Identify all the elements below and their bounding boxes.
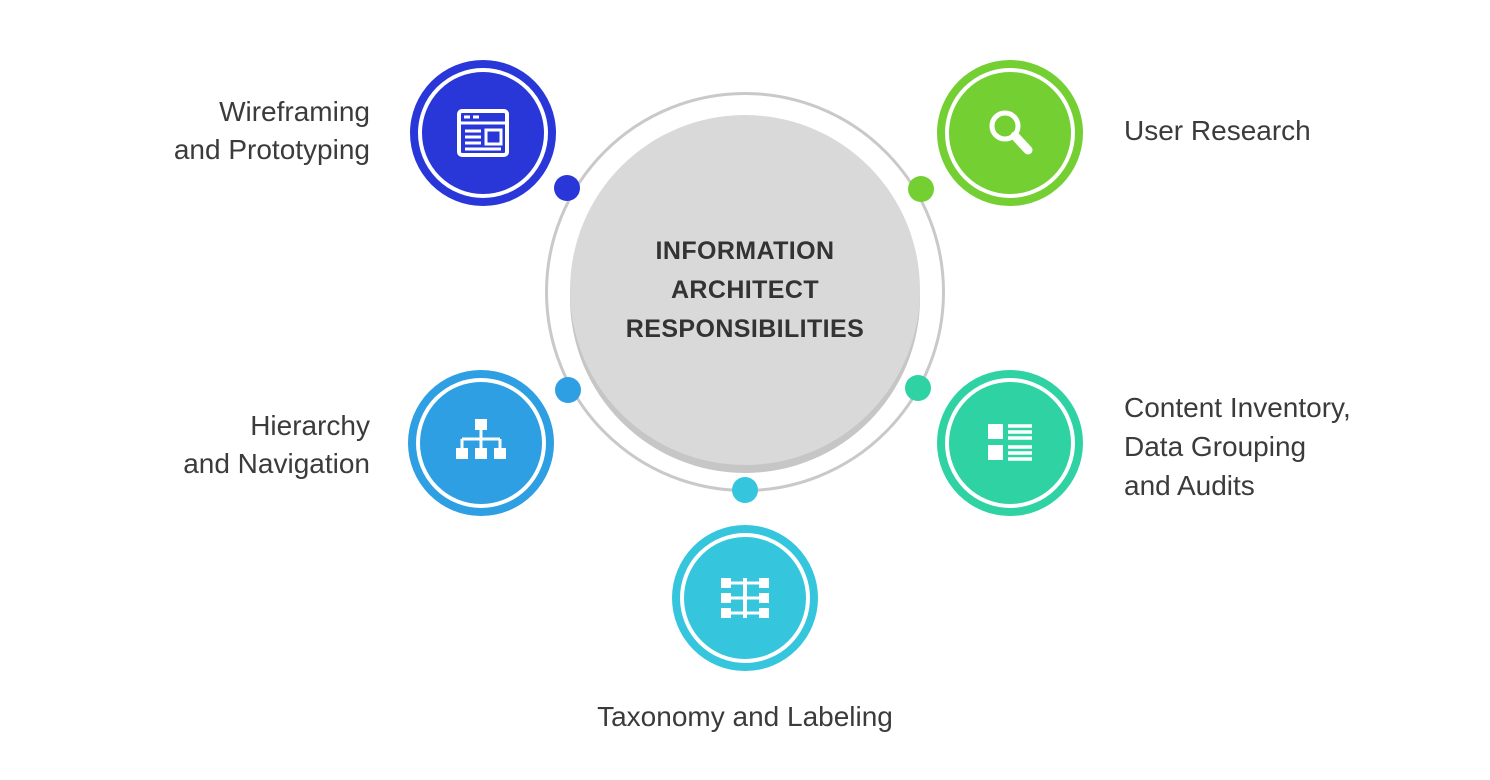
connector-dot-hierarchy [555,377,581,403]
sitemap-icon [456,419,506,459]
node-taxonomy-labeling [672,525,818,671]
diagram-title: INFORMATION ARCHITECT RESPONSIBILITIES [625,236,865,343]
label-content-inventory: Content Inventory, Data Grouping and Aud… [1124,392,1351,501]
label-wireframing-prototyping: Wireframing and Prototyping [173,96,370,165]
label-user-research: User Research [1124,115,1311,146]
label-hierarchy-navigation: Hierarchy and Navigation [183,410,370,479]
label-taxonomy-labeling: Taxonomy and Labeling [597,701,893,732]
node-content-inventory [937,370,1083,516]
taxonomy-network-icon [721,578,769,618]
node-hierarchy-navigation [408,370,554,516]
connector-dot-user-research [908,176,934,202]
node-user-research [937,60,1083,206]
connector-dot-content-inventory [905,375,931,401]
connector-dot-taxonomy [732,477,758,503]
content-list-icon [988,424,1032,461]
node-wireframing-prototyping [410,60,556,206]
browser-wireframe-icon [457,109,509,157]
magnifier-icon [989,110,1033,155]
connector-dot-wireframing [554,175,580,201]
center-circle: INFORMATION ARCHITECT RESPONSIBILITIES [570,115,920,465]
